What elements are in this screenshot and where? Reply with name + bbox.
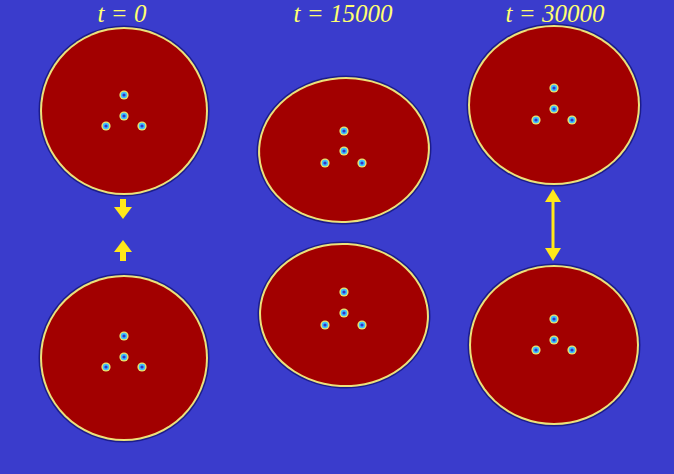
- droplet: [252, 70, 437, 231]
- vortices: [320, 287, 366, 329]
- droplet: [468, 264, 641, 427]
- vortices: [320, 126, 366, 167]
- droplet: [39, 274, 210, 443]
- approach-arrows: [114, 199, 132, 261]
- time-label: t = 30000: [506, 1, 605, 26]
- time-label: t = 0: [98, 1, 147, 26]
- time-label: t = 15000: [294, 1, 393, 26]
- separation-arrow: [545, 189, 561, 261]
- droplet: [467, 24, 642, 187]
- droplet: [39, 26, 210, 197]
- droplet: [254, 237, 434, 393]
